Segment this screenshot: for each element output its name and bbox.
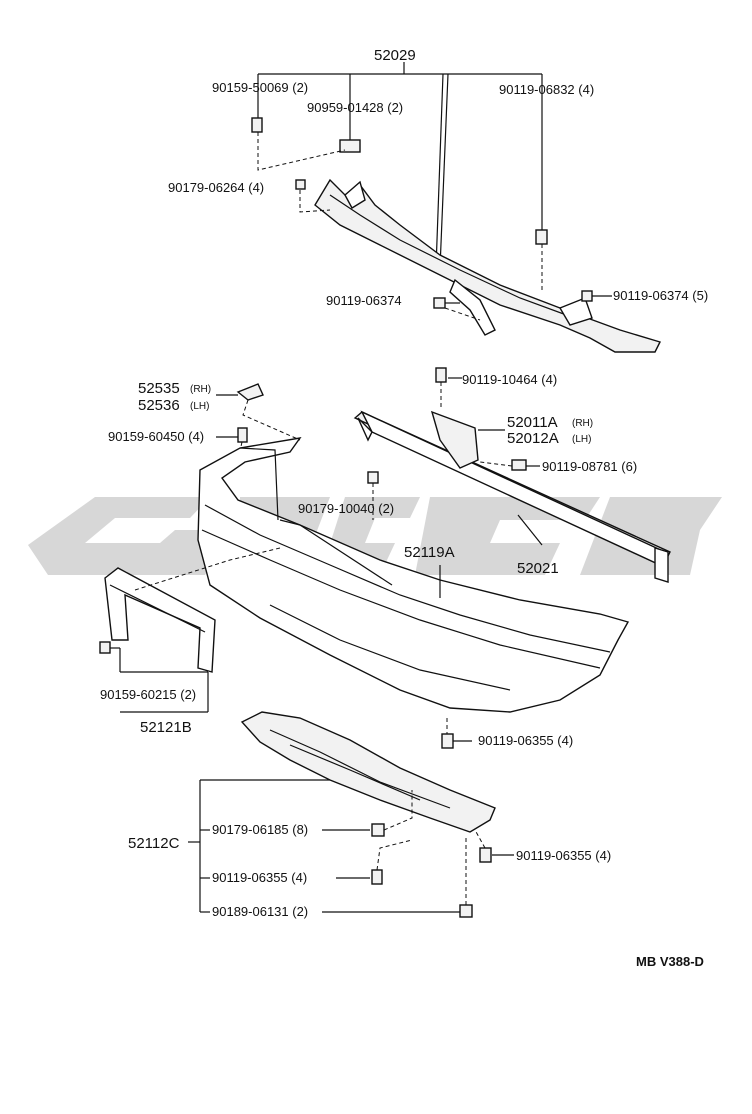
leader-52112C <box>188 779 514 913</box>
part-label-90119-06374: 90119-06374 <box>326 293 402 308</box>
bolt-icon <box>251 117 593 309</box>
part-label-90159-60215: 90159-60215 (2) <box>100 687 196 702</box>
part-label-52021: 52021 <box>517 560 559 577</box>
part-label-90159-60450: 90159-60450 (4) <box>108 429 204 444</box>
part-label-90119-06355-b: 90119-06355 (4) <box>212 870 307 885</box>
upper-reinforcement <box>314 178 661 353</box>
part-label-52012A: 52012A <box>507 430 559 447</box>
dashed-guides-lower <box>376 790 486 905</box>
bolt-icon <box>367 367 527 484</box>
dashed-guides-mid <box>372 377 543 546</box>
part-label-52536: 52536 <box>138 397 180 414</box>
side-bracket <box>216 383 301 461</box>
part-label-90119-06355-c: 90119-06355 (4) <box>516 848 611 863</box>
part-label-52535: 52535 <box>138 380 180 397</box>
bolt-icon <box>441 733 454 749</box>
part-label-90119-08781: 90119-08781 (6) <box>542 459 637 474</box>
bumper-reinforcement <box>353 410 671 583</box>
part-label-52011A: 52011A <box>507 414 558 431</box>
part-side-52011A: (RH) <box>572 418 593 429</box>
part-label-90119-06374-5: 90119-06374 (5) <box>613 288 708 303</box>
dashed-guides-plate <box>110 547 281 713</box>
bumper-cover <box>197 437 630 713</box>
bolt-icon <box>371 823 492 918</box>
leader-52029 <box>257 62 543 269</box>
part-label-90179-10040: 90179-10040 (2) <box>298 501 394 516</box>
diagram-code: MB V388-D <box>636 954 704 969</box>
part-label-52121B: 52121B <box>140 719 192 736</box>
license-bracket <box>99 567 216 673</box>
under-cover <box>240 711 496 833</box>
part-label-90179-06185: 90179-06185 (8) <box>212 822 308 837</box>
part-label-90189-06131: 90189-06131 (2) <box>212 904 308 919</box>
part-label-90119-06832: 90119-06832 (4) <box>499 82 594 97</box>
assembly-number-52029: 52029 <box>374 47 416 64</box>
part-label-52119A: 52119A <box>404 544 455 561</box>
part-label-90959-01428: 90959-01428 (2) <box>307 100 403 115</box>
part-side-52536: (LH) <box>190 401 209 412</box>
dashed-guides-upper <box>257 132 612 321</box>
part-label-90179-06264: 90179-06264 (4) <box>168 180 264 195</box>
part-label-90119-06355-a: 90119-06355 (4) <box>478 733 573 748</box>
part-label-52112C: 52112C <box>128 835 180 852</box>
part-label-90119-10464: 90119-10464 (4) <box>462 372 557 387</box>
part-side-52012A: (LH) <box>572 434 591 445</box>
part-side-52535: (RH) <box>190 384 211 395</box>
part-label-90159-50069: 90159-50069 (2) <box>212 80 308 95</box>
